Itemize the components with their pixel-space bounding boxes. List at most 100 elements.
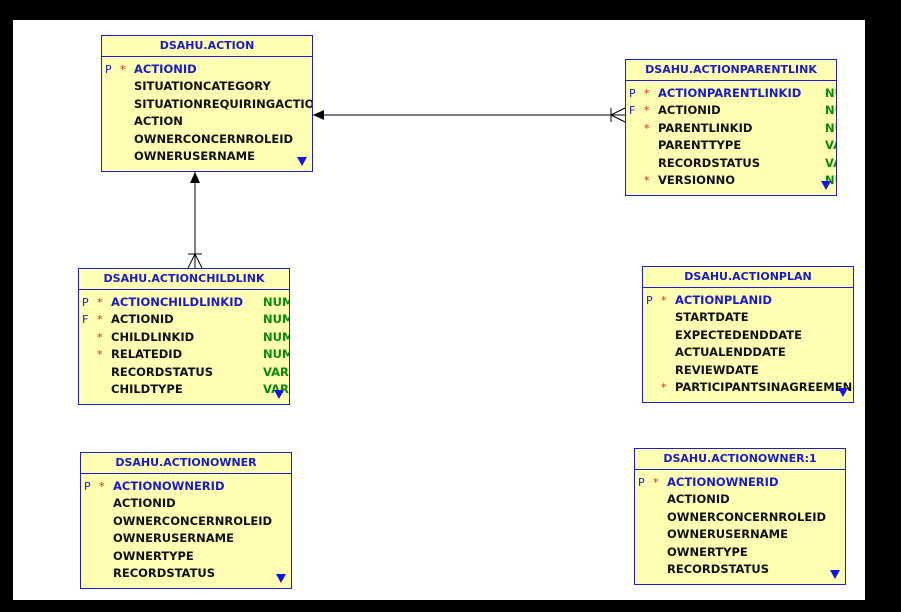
required-marker: * [99, 480, 105, 493]
column-row[interactable]: P*ACTIONCHILDLINKIDNUM [79, 294, 289, 311]
column-name: CHILDLINKID [111, 329, 195, 344]
column-row[interactable]: OWNERUSERNAME [102, 148, 312, 165]
key-marker: P [646, 294, 653, 307]
column-name: RECORDSTATUS [658, 155, 761, 170]
column-row[interactable]: PARENTTYPE VA [626, 137, 836, 154]
column-row[interactable]: *CHILDLINKIDNUM [79, 329, 289, 346]
expand-triangle-icon[interactable] [821, 181, 831, 190]
key-marker: P [105, 63, 112, 76]
column-row[interactable]: RECORDSTATUS [81, 565, 291, 582]
required-marker: * [661, 294, 667, 307]
column-name: REVIEWDATE [675, 362, 759, 377]
table-title: DSAHU.ACTION [102, 36, 312, 57]
crows-foot-icon [194, 253, 203, 269]
column-type: NU [825, 172, 836, 187]
table-actionparentlink[interactable]: DSAHU.ACTIONPARENTLINK P*ACTIONPARENTLINK… [625, 59, 837, 196]
column-row[interactable]: *PARENTLINKIDNU [626, 120, 836, 137]
column-row[interactable]: ACTUALENDDATE [643, 344, 853, 361]
column-name: ACTIONOWNERID [113, 479, 225, 493]
required-marker: * [97, 348, 103, 362]
column-row[interactable]: OWNERTYPE [81, 548, 291, 565]
expand-triangle-icon[interactable] [838, 388, 848, 397]
column-row[interactable]: SITUATIONCATEGORY [102, 78, 312, 95]
key-marker: P [638, 476, 645, 489]
column-type: NUM [263, 347, 289, 362]
relationship-layer [187, 107, 626, 269]
column-type: NU [825, 103, 836, 118]
column-row[interactable]: OWNERUSERNAME [81, 530, 291, 547]
column-row[interactable]: ACTIONID [81, 495, 291, 512]
expand-triangle-icon[interactable] [830, 570, 840, 579]
column-row[interactable]: P * ACTIONOWNERID [635, 474, 845, 491]
column-row[interactable]: OWNERTYPE [635, 544, 845, 561]
column-row[interactable]: RECORDSTATUS [635, 561, 845, 578]
column-row[interactable]: P * ACTIONOWNERID [81, 478, 291, 495]
column-name: ACTIONOWNERID [667, 475, 779, 489]
column-row[interactable]: P * ACTIONPLANID [643, 292, 853, 309]
column-row[interactable]: ACTIONID [635, 491, 845, 508]
column-name: RECORDSTATUS [667, 561, 770, 576]
column-name: ACTION [134, 114, 183, 129]
table-title: DSAHU.ACTIONCHILDLINK [79, 269, 289, 290]
column-list: P*ACTIONCHILDLINKIDNUMF*ACTIONIDNUM * CHIL… [79, 290, 289, 398]
column-type: VA [825, 155, 836, 170]
column-name: OWNERCONCERNROLEID [134, 131, 294, 146]
column-type: VAR [263, 364, 289, 379]
column-name: RECORDSTATUS [113, 565, 216, 580]
column-row[interactable]: RECORDSTATUS VA [626, 155, 836, 172]
column-name: STARTDATE [675, 310, 749, 325]
column-name: ACTIONID [658, 103, 721, 118]
column-row[interactable]: ACTION [102, 113, 312, 130]
table-title: DSAHU.ACTIONOWNER:1 [635, 449, 845, 470]
column-row[interactable]: *PARTICIPANTSINAGREEMEN [643, 379, 853, 396]
column-row[interactable]: OWNERCONCERNROLEID [102, 131, 312, 148]
expand-triangle-icon[interactable] [297, 157, 307, 166]
table-title: DSAHU.ACTIONPARENTLINK [626, 60, 836, 81]
column-name: CHILDTYPE [111, 381, 183, 396]
column-row[interactable]: F*ACTIONIDNUM [79, 311, 289, 328]
column-row[interactable]: REVIEWDATE [643, 362, 853, 379]
column-name: ACTIONPLANID [675, 293, 772, 307]
column-row[interactable]: OWNERCONCERNROLEID [81, 513, 291, 530]
column-row[interactable]: P*ACTIONID [102, 61, 312, 78]
column-row[interactable]: OWNERCONCERNROLEID [635, 509, 845, 526]
column-name: OWNERTYPE [113, 548, 194, 563]
column-name: ACTIONID [113, 496, 176, 511]
arrowhead-icon [190, 172, 200, 183]
column-type: NUM [263, 312, 289, 327]
column-row[interactable]: SITUATIONREQUIRINGACTIO [102, 96, 312, 113]
column-type: NUM [263, 329, 289, 344]
column-row[interactable]: STARTDATE [643, 309, 853, 326]
table-title: DSAHU.ACTIONPLAN [643, 267, 853, 288]
column-name: EXPECTEDENDDATE [675, 327, 802, 342]
key-marker: P [84, 480, 91, 493]
column-row[interactable]: EXPECTEDENDDATE [643, 327, 853, 344]
required-marker: * [653, 476, 659, 489]
column-type: VA [825, 138, 836, 153]
column-name: ACTUALENDDATE [675, 345, 786, 360]
crows-foot-icon [610, 114, 626, 123]
required-marker: * [644, 104, 650, 118]
crows-foot-icon [610, 107, 626, 116]
expand-triangle-icon[interactable] [276, 574, 286, 583]
column-row[interactable]: *RELATEDIDNUM [79, 346, 289, 363]
key-marker: P [82, 296, 89, 309]
column-name: SITUATIONREQUIRINGACTIO [134, 96, 313, 111]
column-name: PARENTTYPE [658, 138, 742, 153]
required-marker: * [644, 121, 650, 135]
column-row[interactable]: OWNERUSERNAME [635, 526, 845, 543]
table-actionplan[interactable]: DSAHU.ACTIONPLAN P * ACTIONPLANID STARTDATE E… [642, 266, 854, 403]
column-name: ACTIONCHILDLINKID [111, 295, 244, 309]
expand-triangle-icon[interactable] [274, 390, 284, 399]
column-list: P*ACTIONPARENTLINKIDNUF*ACTIONIDNU*PAREN… [626, 81, 836, 189]
column-row[interactable]: P*ACTIONPARENTLINKIDNU [626, 85, 836, 102]
column-row[interactable]: *VERSIONNONU [626, 172, 836, 189]
